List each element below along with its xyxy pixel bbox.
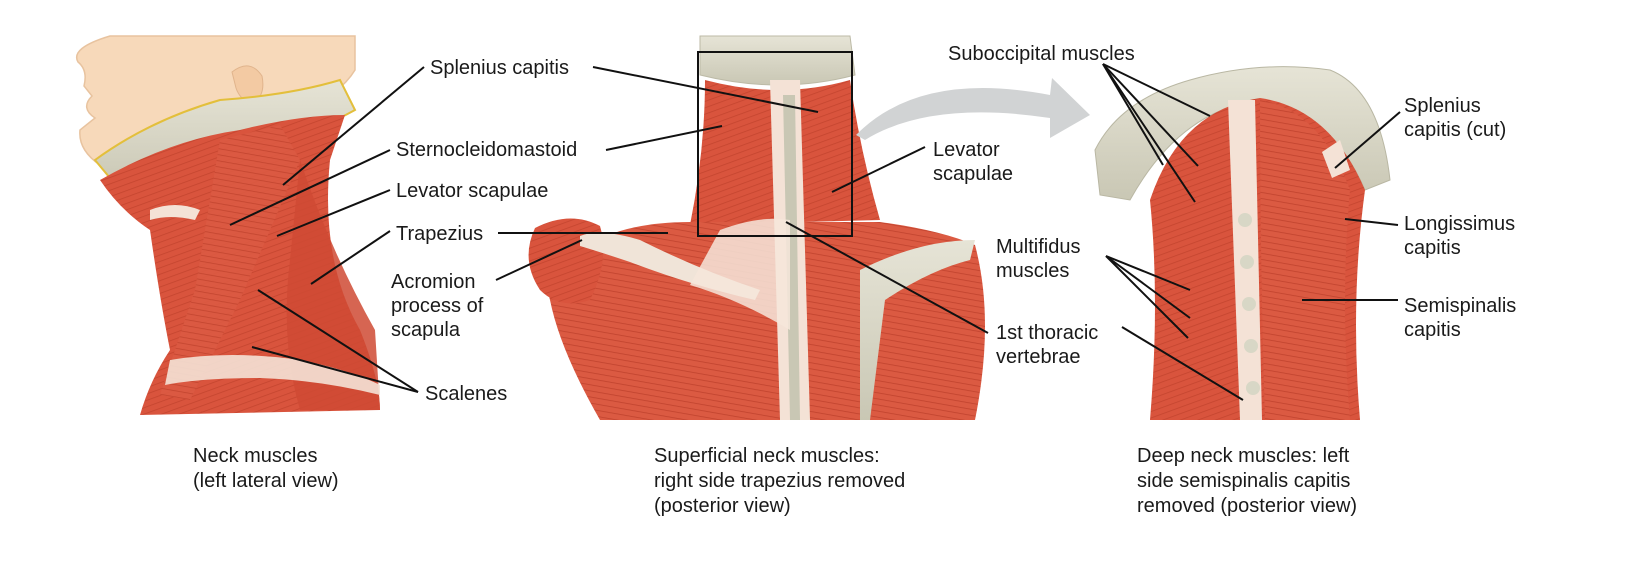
label-semispinalis-capitis: Semispinalis capitis	[1404, 295, 1517, 341]
vertebrae	[783, 95, 800, 420]
ear	[231, 65, 264, 105]
leader-trapezius-lat	[310, 230, 391, 285]
label-levator-scapulae-posterior: Levator scapulae	[933, 139, 1014, 185]
label-suboccipital-muscles: Suboccipital muscles	[948, 43, 1135, 65]
leader-levator-lat	[276, 189, 391, 237]
label-scalenes: Scalenes	[425, 383, 508, 405]
label-trapezius: Trapezius	[396, 223, 484, 245]
leader-multifidus-2	[1105, 255, 1191, 319]
leader-scalenes-2	[251, 346, 419, 393]
sternocleidomastoid-shape	[160, 125, 300, 400]
hyoid-tendon	[150, 205, 200, 220]
right-scapula	[860, 240, 975, 420]
caption-deep-view: Deep neck muscles: left side semispinali…	[1137, 445, 1358, 517]
caption-lateral-view: Neck muscles (left lateral view)	[193, 445, 339, 492]
trapezius-aponeurosis	[690, 218, 790, 330]
leader-multifidus-3	[1105, 255, 1189, 339]
leader-subocc-4	[1102, 63, 1164, 166]
leader-longissimus	[1344, 218, 1399, 226]
label-splenius-capitis-cut: Splenius capitis (cut)	[1404, 95, 1507, 141]
clavicle-tendon	[165, 355, 380, 395]
leader-subocc-3	[1102, 63, 1196, 203]
skull-base	[699, 35, 856, 86]
leader-thoracic-deep	[1121, 326, 1244, 401]
semispinalis-shape	[1260, 100, 1350, 420]
left-shoulder	[528, 218, 604, 304]
leader-scm-lat	[229, 149, 391, 226]
occipital-bone	[1094, 66, 1391, 201]
leader-scm-sup	[605, 125, 723, 151]
label-sternocleidomastoid: Sternocleidomastoid	[396, 139, 578, 161]
leader-subocc-2	[1102, 63, 1199, 167]
label-splenius-capitis: Splenius capitis	[430, 57, 569, 79]
leader-levator-sup	[831, 146, 926, 193]
deep-neck-illustration	[1094, 66, 1391, 420]
leader-splenius-sup	[592, 66, 819, 113]
label-1st-thoracic-vertebrae: 1st thoracic vertebrae	[996, 322, 1099, 368]
zoom-box	[697, 51, 853, 237]
zoom-arrow	[856, 78, 1090, 140]
leader-acromion	[495, 239, 583, 281]
leader-thoracic-sup	[785, 221, 989, 334]
vertebra-processes	[1238, 213, 1260, 395]
leader-splenius-cut	[1334, 111, 1401, 169]
lateral-neck-illustration	[76, 35, 380, 415]
splenius-stump	[1322, 140, 1350, 178]
caption-superficial-view: Superficial neck muscles: right side tra…	[654, 445, 906, 517]
leader-splenius-lat	[282, 66, 425, 186]
label-multifidus-muscles: Multifidus muscles	[996, 236, 1081, 282]
leader-scalenes-1	[257, 289, 419, 393]
label-longissimus-capitis: Longissimus capitis	[1404, 213, 1516, 259]
label-levator-scapulae: Levator scapulae	[396, 180, 549, 202]
leader-lines	[229, 63, 1401, 401]
leader-subocc-1	[1102, 63, 1211, 117]
label-acromion-process: Acromion process of scapula	[391, 271, 484, 341]
leader-multifidus-1	[1105, 255, 1191, 291]
superficial-neck-illustration	[528, 35, 1090, 420]
